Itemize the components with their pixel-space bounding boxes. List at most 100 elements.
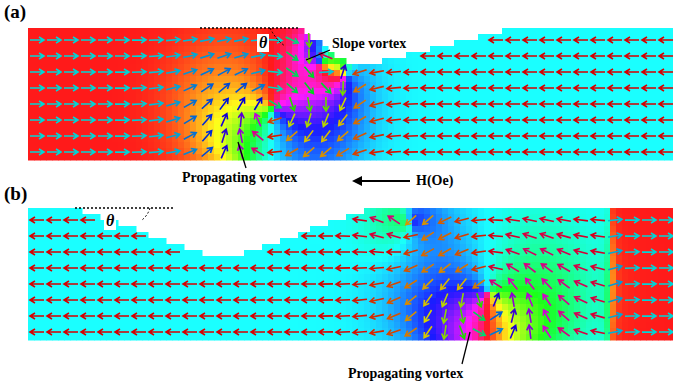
pixel — [316, 76, 323, 83]
pixel — [154, 106, 161, 113]
pixel — [52, 28, 59, 35]
pixel — [28, 118, 35, 125]
pixel — [550, 64, 557, 71]
pixel — [286, 142, 293, 149]
pixel — [562, 58, 569, 65]
pixel — [376, 142, 383, 149]
pixel — [460, 40, 467, 47]
pixel — [430, 106, 437, 113]
pixel — [64, 154, 71, 161]
pixel — [514, 142, 521, 149]
pixel — [526, 142, 533, 149]
pixel — [196, 76, 203, 83]
pixel — [550, 40, 557, 47]
pixel — [262, 106, 269, 113]
pixel — [580, 136, 587, 143]
pixel — [478, 34, 485, 41]
pixel — [82, 58, 89, 65]
pixel — [82, 28, 89, 35]
pixel — [262, 118, 269, 125]
pixel — [82, 118, 89, 125]
pixel — [346, 142, 353, 149]
pixel — [418, 142, 425, 149]
pixel — [496, 118, 503, 125]
pixel — [508, 58, 515, 65]
pixel — [376, 88, 383, 95]
pixel — [46, 94, 53, 101]
pixel — [34, 142, 41, 149]
pixel — [244, 28, 251, 35]
pixel — [556, 142, 563, 149]
pixel — [460, 154, 467, 161]
pixel — [328, 124, 335, 131]
pixel — [94, 64, 101, 71]
pixel — [52, 40, 59, 47]
pixel — [280, 58, 287, 65]
pixel — [142, 154, 149, 161]
pixel — [88, 76, 95, 83]
pixel — [502, 154, 509, 161]
pixel — [232, 82, 239, 89]
pixel — [52, 46, 59, 53]
pixel — [70, 94, 77, 101]
pixel — [70, 46, 77, 53]
pixel — [328, 112, 335, 119]
pixel — [160, 76, 167, 83]
pixel — [496, 136, 503, 143]
pixel — [256, 76, 263, 83]
pixel — [40, 142, 47, 149]
pixel — [472, 40, 479, 47]
pixel — [502, 94, 509, 101]
pixel — [580, 46, 587, 53]
pixel — [574, 106, 581, 113]
pixel — [514, 70, 521, 77]
pixel — [598, 94, 605, 101]
pixel — [256, 124, 263, 131]
pixel — [358, 124, 365, 131]
pixel — [310, 124, 317, 131]
pixel — [100, 28, 107, 35]
pixel — [220, 28, 227, 35]
pixel — [598, 154, 605, 161]
pixel — [346, 88, 353, 95]
pixel — [514, 106, 521, 113]
pixel — [376, 76, 383, 83]
pixel — [226, 154, 233, 161]
pixel — [64, 106, 71, 113]
pixel — [52, 124, 59, 131]
pixel — [412, 142, 419, 149]
pixel — [550, 76, 557, 83]
pixel — [208, 28, 215, 35]
pixel — [274, 154, 281, 161]
pixel — [76, 142, 83, 149]
pixel — [226, 88, 233, 95]
pixel — [136, 46, 143, 53]
pixel — [100, 154, 107, 161]
pixel — [238, 76, 245, 83]
pixel — [262, 124, 269, 131]
pixel — [370, 124, 377, 131]
pixel — [514, 124, 521, 131]
pixel — [274, 94, 281, 101]
pixel — [514, 64, 521, 71]
pixel — [190, 154, 197, 161]
pixel — [316, 58, 323, 65]
pixel — [526, 28, 533, 35]
pixel — [58, 46, 65, 53]
pixel — [244, 124, 251, 131]
pixel — [40, 124, 47, 131]
pixel — [76, 64, 83, 71]
pixel — [472, 58, 479, 65]
pixel — [28, 28, 35, 35]
pixel — [466, 136, 473, 143]
pixel — [106, 28, 113, 35]
pixel — [460, 118, 467, 125]
pixel — [172, 154, 179, 161]
pixel — [106, 154, 113, 161]
pixel — [346, 136, 353, 143]
pixel — [196, 136, 203, 143]
pixel — [214, 58, 221, 65]
pixel — [514, 154, 521, 161]
pixel — [286, 40, 293, 47]
pixel — [40, 76, 47, 83]
